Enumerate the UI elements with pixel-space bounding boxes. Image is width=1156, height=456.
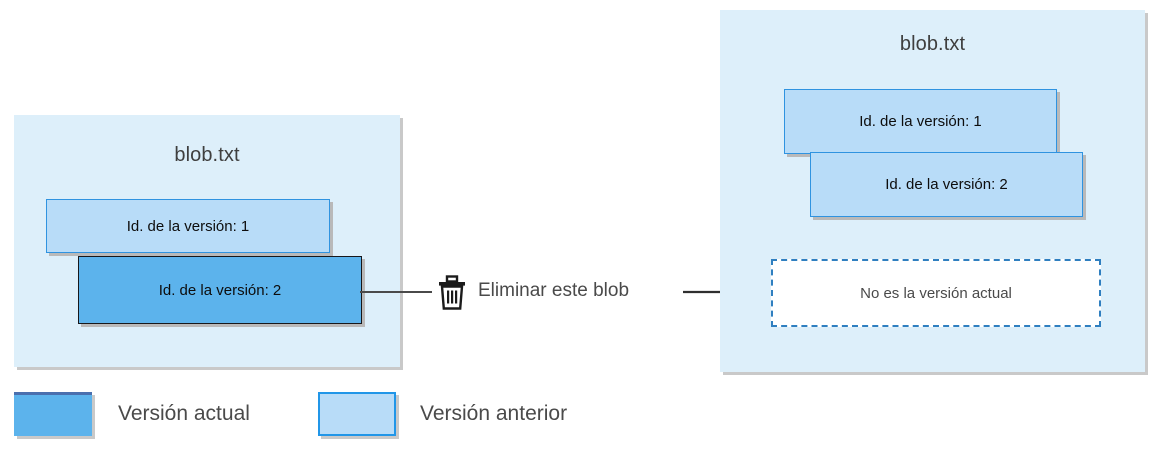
not-current-version-label: No es la versión actual: [860, 284, 1012, 302]
version-card-left-v1: Id. de la versión: 1: [46, 199, 330, 253]
version-card-left-v1-label: Id. de la versión: 1: [126, 217, 250, 235]
version-card-left-v2-label: Id. de la versión: 2: [158, 281, 282, 299]
legend-item-previous-version: Versión anterior: [318, 392, 567, 436]
legend-label-current-version: Versión actual: [118, 402, 250, 425]
delete-blob-label: Eliminar este blob: [478, 280, 630, 301]
legend-swatch-current-version: [14, 392, 92, 436]
version-card-right-v2: Id. de la versión: 2: [810, 152, 1083, 217]
connector-line-to-trash: [360, 291, 432, 293]
not-current-version-box: No es la versión actual: [771, 259, 1101, 327]
version-card-left-v2: Id. de la versión: 2: [78, 256, 362, 324]
legend-item-current-version: Versión actual: [14, 392, 250, 436]
legend-swatch-previous-version: [318, 392, 396, 436]
legend-label-previous-version: Versión anterior: [420, 402, 568, 425]
version-card-right-v2-label: Id. de la versión: 2: [885, 176, 1008, 193]
version-card-right-v1: Id. de la versión: 1: [784, 89, 1057, 154]
trash-icon: [436, 275, 468, 311]
blob-title-left: blob.txt: [174, 144, 240, 166]
version-card-right-v1-label: Id. de la versión: 1: [859, 113, 982, 130]
blob-title-right: blob.txt: [899, 33, 966, 55]
